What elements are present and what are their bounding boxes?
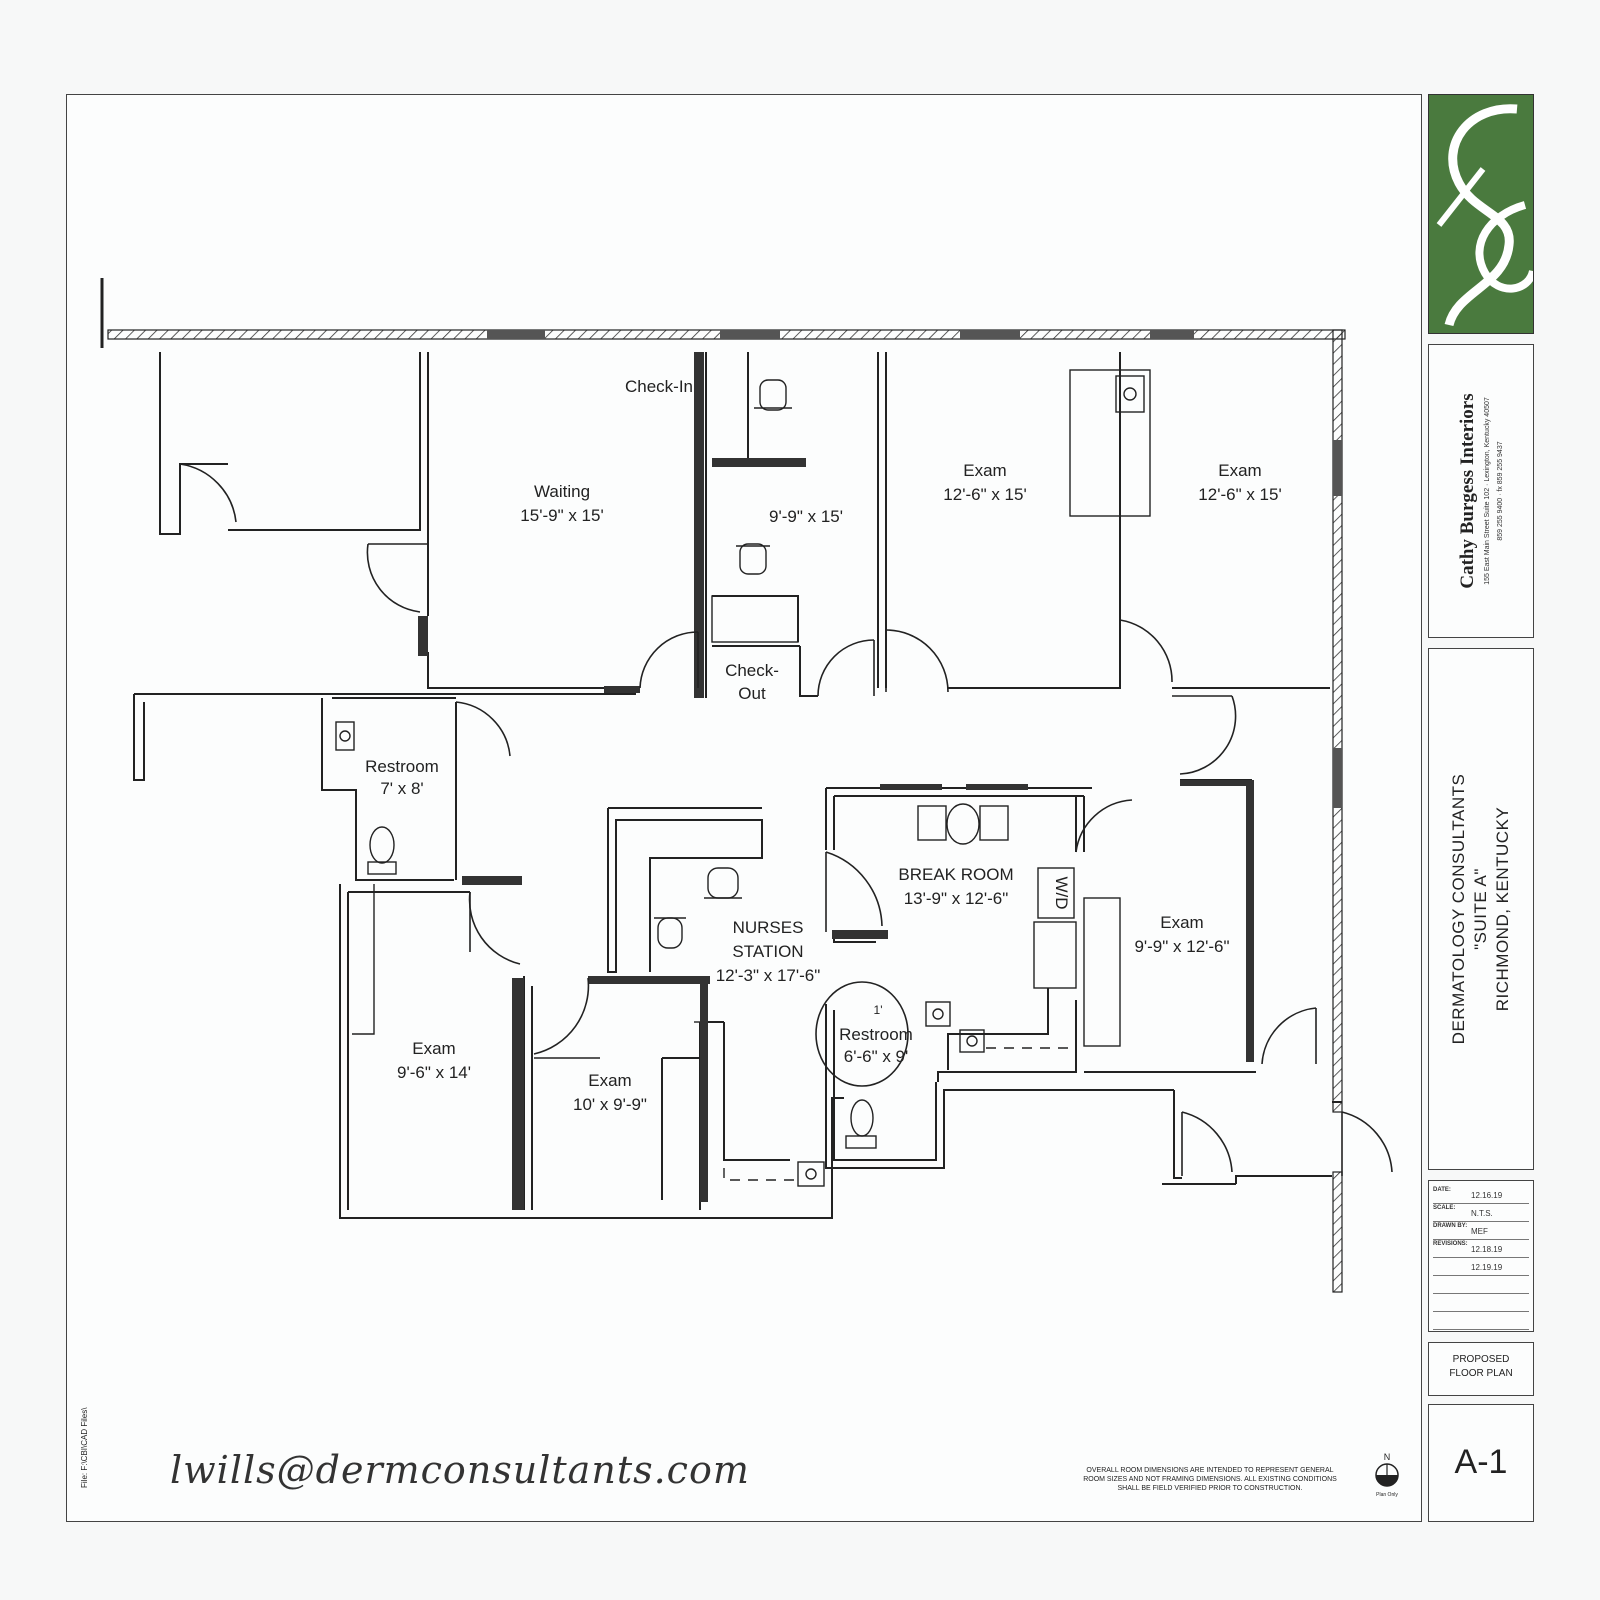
handwritten-email: lwills@dermconsultants.com: [170, 1448, 750, 1492]
fixtures: [335, 369, 1151, 1187]
checkin-label: Check-In: [625, 377, 693, 396]
exam-b-size: 12'-6" x 15': [1198, 485, 1281, 504]
waiting-label: Waiting: [534, 482, 590, 501]
exam-b-label: Exam: [1218, 461, 1261, 480]
note-line: OVERALL ROOM DIMENSIONS ARE INTENDED TO …: [1086, 1467, 1334, 1474]
blank-row: [1433, 1293, 1529, 1312]
project-suite: "SUITE A": [1471, 868, 1490, 950]
sheet-title-line1: PROPOSED: [1452, 1354, 1510, 1365]
exam-e-size: 10' x 9'-9": [573, 1095, 647, 1114]
drawn-label: DRAWN BY:: [1433, 1223, 1468, 1229]
scale-label: SCALE:: [1433, 1205, 1456, 1211]
north-label: N: [1383, 1452, 1391, 1462]
date-row: DATE: 12.16.19: [1433, 1185, 1529, 1204]
exam-e-label: Exam: [588, 1071, 631, 1090]
interior-walls: [133, 352, 1342, 1219]
exam-c-label: Exam: [1160, 913, 1203, 932]
checkout-line2: Out: [738, 684, 766, 703]
firm-address: 155 East Main Street Suite 102 · Lexingt…: [1484, 397, 1491, 585]
north-caption: Plan Only: [1376, 1492, 1398, 1498]
break-room-label: BREAK ROOM: [898, 865, 1013, 884]
north-arrow: N Plan Only: [1372, 1452, 1402, 1512]
break-room-size: 13'-9" x 12'-6": [904, 889, 1009, 908]
project-info: DERMATOLOGY CONSULTANTS "SUITE A" RICHMO…: [1428, 648, 1534, 1170]
restroom-2-clearance: 1': [874, 1003, 883, 1017]
dashed-counters: [723, 1024, 1076, 1181]
drawing-info: DATE: 12.16.19 SCALE: N.T.S. DRAWN BY: M…: [1428, 1180, 1534, 1332]
revisions-label: REVISIONS:: [1433, 1241, 1468, 1247]
sheet-number: A-1: [1428, 1404, 1534, 1522]
blank-row: [1433, 1275, 1529, 1294]
exam-d-label: Exam: [412, 1039, 455, 1058]
firm-phone: 859 255 9400 · fx 859 255 9437: [1497, 441, 1504, 541]
doors: [179, 463, 1393, 1176]
nurses-line1: NURSES: [733, 918, 804, 937]
note-line: ROOM SIZES AND NOT FRAMING DIMENSIONS. A…: [1083, 1476, 1337, 1483]
exam-a-label: Exam: [963, 461, 1006, 480]
restroom-1-size: 7' x 8': [380, 779, 423, 798]
firm-logo: [1428, 94, 1534, 334]
exam-c-size: 9'-9" x 12'-6": [1134, 937, 1229, 956]
nurses-size: 12'-3" x 17'-6": [716, 966, 821, 985]
exam-d-size: 9'-6" x 14': [397, 1063, 471, 1082]
waiting-size: 15'-9" x 15': [520, 506, 603, 525]
sheet-title: PROPOSED FLOOR PLAN: [1428, 1342, 1534, 1396]
firm-name: Cathy Burgess Interiors: [1457, 393, 1478, 589]
cb-monogram-icon: [1436, 104, 1533, 327]
sheet-title-line2: FLOOR PLAN: [1449, 1368, 1513, 1379]
sheet-number-text: A-1: [1454, 1443, 1508, 1481]
checkout-line1: Check-: [725, 661, 779, 680]
room-labels: Check-In Waiting 15'-9" x 15' 9'-9" x 15…: [365, 377, 1282, 1114]
drawn-value: MEF: [1471, 1227, 1488, 1236]
restroom-2-label: Restroom: [839, 1025, 913, 1044]
revision-1: 12.18.19: [1471, 1245, 1503, 1254]
scale-value: N.T.S.: [1471, 1209, 1493, 1218]
project-client: DERMATOLOGY CONSULTANTS: [1449, 773, 1468, 1045]
north-arrow-icon: [1375, 1463, 1399, 1487]
restroom-2-size: 6'-6" x 9': [844, 1047, 909, 1066]
office-size: 9'-9" x 15': [769, 507, 843, 526]
blank-row: [1433, 1311, 1529, 1330]
wd-label: W/D: [1052, 876, 1071, 909]
date-label: DATE:: [1433, 1187, 1451, 1193]
partitions: [418, 352, 1254, 1210]
general-notes: OVERALL ROOM DIMENSIONS ARE INTENDED TO …: [1050, 1466, 1370, 1493]
scale-row: SCALE: N.T.S.: [1433, 1203, 1529, 1222]
nurses-line2: STATION: [732, 942, 803, 961]
restroom-1-label: Restroom: [365, 757, 439, 776]
note-line: SHALL BE FIELD VERIFIED PRIOR TO CONSTRU…: [1117, 1485, 1303, 1492]
revisions-row: REVISIONS: 12.18.19: [1433, 1239, 1529, 1258]
exam-a-size: 12'-6" x 15': [943, 485, 1026, 504]
firm-info: Cathy Burgess Interiors 155 East Main St…: [1428, 344, 1534, 638]
date-value: 12.16.19: [1471, 1191, 1503, 1200]
exterior-wall: [100, 278, 1346, 1293]
project-location: RICHMOND, KENTUCKY: [1493, 806, 1512, 1012]
file-path: File: F:\CBI\CAD Files\: [80, 1407, 89, 1488]
drawn-row: DRAWN BY: MEF: [1433, 1221, 1529, 1240]
revision-2-row: 12.19.19: [1433, 1257, 1529, 1276]
revision-2: 12.19.19: [1471, 1263, 1503, 1272]
